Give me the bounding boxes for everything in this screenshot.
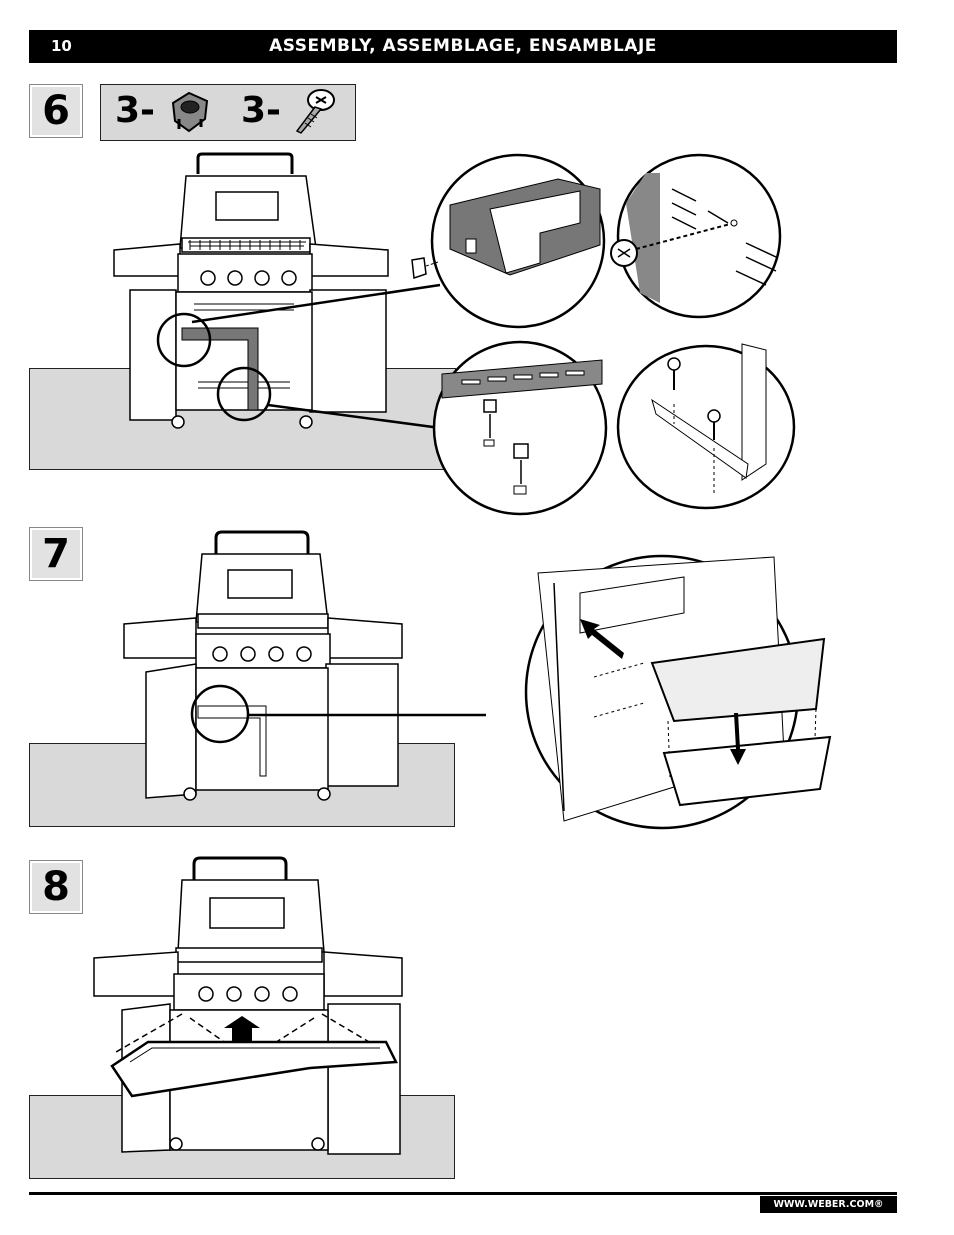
detail-circle-bracket-nut: [430, 153, 606, 329]
clip-nut-detail-icon: [411, 257, 439, 280]
grill-illustration-step-8: [93, 856, 403, 1155]
step-number-6: 6: [29, 84, 83, 138]
page-header: 10 ASSEMBLY, ASSEMBLAGE, ENSAMBLAJE: [29, 30, 897, 63]
grill-illustration-step-6: [113, 152, 389, 429]
step-number-8: 8: [29, 860, 83, 914]
clip-nut-icon: [171, 91, 209, 133]
screw-icon: [295, 89, 335, 134]
page-number: 10: [51, 37, 72, 55]
detail-circle-grease-tray: [524, 554, 832, 830]
clip-nut-quantity: 3-: [115, 90, 155, 131]
screw-quantity: 3-: [241, 90, 281, 131]
parts-box: 3- 3-: [100, 84, 356, 141]
detail-circle-screw-panel: [610, 153, 782, 319]
page-title: ASSEMBLY, ASSEMBLAGE, ENSAMBLAJE: [269, 36, 657, 56]
footer-website: WWW.WEBER.COM®: [760, 1196, 897, 1213]
detail-circle-nuts-underside: [432, 340, 608, 516]
footer-rule: [29, 1192, 897, 1195]
grill-illustration-step-7: [123, 530, 403, 801]
detail-circle-screws-underside: [616, 343, 796, 510]
step-number-7: 7: [29, 527, 83, 581]
